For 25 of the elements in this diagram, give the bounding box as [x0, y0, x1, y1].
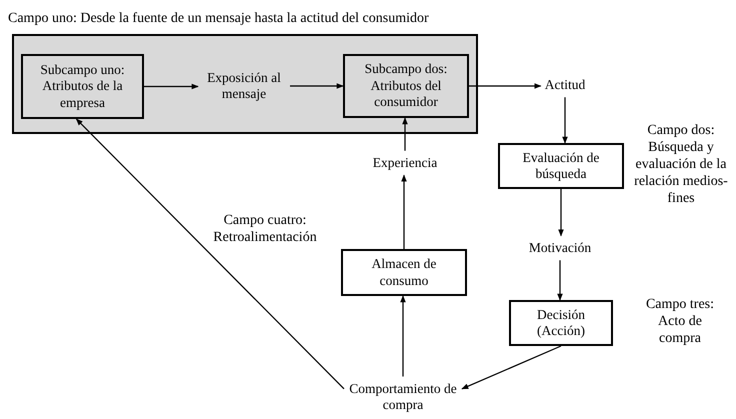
arrow: [401, 174, 407, 249]
arrow: [558, 189, 564, 236]
arrow: [562, 97, 568, 144]
arrow: [557, 260, 563, 301]
field-label: Campo tres: Acto de compra: [644, 296, 716, 348]
arrow: [461, 345, 562, 390]
process-box: Subcampo dos: Atributos del consumidor: [343, 54, 469, 118]
node-text: Actitud: [544, 76, 586, 94]
arrow: [469, 83, 542, 89]
panel-heading: Campo uno: Desde la fuente de un mensaje hasta la actitud del consumidor: [8, 10, 429, 28]
process-box: Evaluación de búsqueda: [498, 143, 624, 189]
arrow: [144, 84, 199, 90]
arrow: [290, 83, 344, 89]
arrow: [76, 118, 344, 390]
node-text: Exposición al mensaje: [206, 70, 282, 102]
field-label: Campo cuatro: Retroalimentación: [212, 212, 318, 246]
arrow: [400, 295, 406, 377]
process-box: Subcampo uno: Atributos de la empresa: [21, 54, 144, 119]
process-box: Decisión (Acción): [509, 300, 613, 346]
node-text: Motivación: [528, 240, 592, 256]
arrow: [402, 117, 408, 151]
field-label: Campo dos: Búsqueda y evaluación de la relación medios-fines: [633, 122, 729, 208]
node-text: Experiencia: [372, 154, 438, 172]
node-text: Comportamiento de compra: [348, 380, 458, 414]
process-box: Almacen de consumo: [341, 249, 467, 296]
